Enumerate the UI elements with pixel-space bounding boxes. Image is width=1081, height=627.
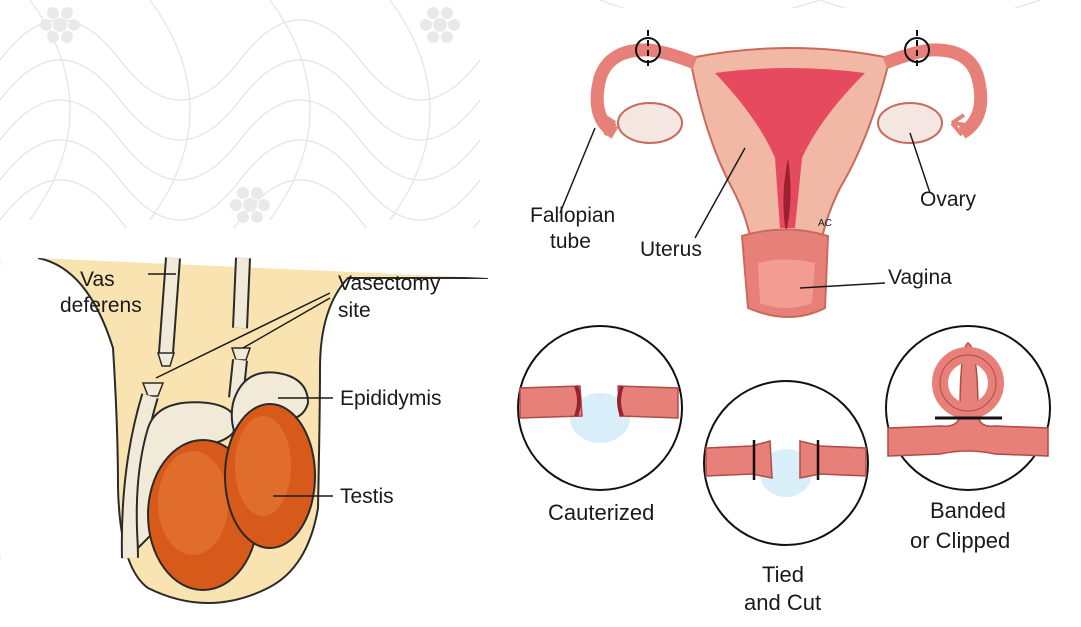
label-banded-1: Banded — [930, 498, 1006, 523]
method-cauterized-illustration — [518, 326, 682, 490]
ovary-left — [618, 103, 682, 143]
tubal-ligation-diagram-panel: Fallopian tube Uterus Ovary Vagina AC — [490, 8, 1081, 622]
label-uterus: Uterus — [640, 238, 702, 261]
label-banded-2: or Clipped — [910, 528, 1010, 553]
label-vagina: Vagina — [888, 266, 952, 289]
label-tied-1: Tied — [762, 562, 804, 587]
method-tied-and-cut-illustration — [704, 381, 868, 545]
label-fallopian-tube-2: tube — [550, 230, 591, 253]
label-cauterized: Cauterized — [548, 500, 654, 525]
label-ovary: Ovary — [920, 188, 977, 211]
label-vas-deferens-2: deferens — [60, 294, 142, 317]
vasectomy-diagram-panel: Vas deferens Vasectomy site Epididymis T… — [8, 228, 488, 622]
artist-signature: AC — [818, 218, 832, 229]
ovary-right — [878, 103, 942, 143]
method-banded-illustration — [886, 326, 1050, 490]
label-epididymis: Epididymis — [340, 387, 442, 410]
label-testis: Testis — [340, 485, 394, 508]
tubal-ligation-illustration: Fallopian tube Uterus Ovary Vagina AC — [490, 8, 1081, 622]
label-fallopian-tube-1: Fallopian — [530, 204, 615, 227]
label-vasectomy-site-1: Vasectomy — [338, 272, 441, 295]
vasectomy-illustration: Vas deferens Vasectomy site Epididymis T… — [8, 228, 488, 622]
label-vasectomy-site-2: site — [338, 299, 371, 322]
label-vas-deferens-1: Vas — [80, 268, 115, 291]
label-tied-2: and Cut — [744, 590, 821, 615]
